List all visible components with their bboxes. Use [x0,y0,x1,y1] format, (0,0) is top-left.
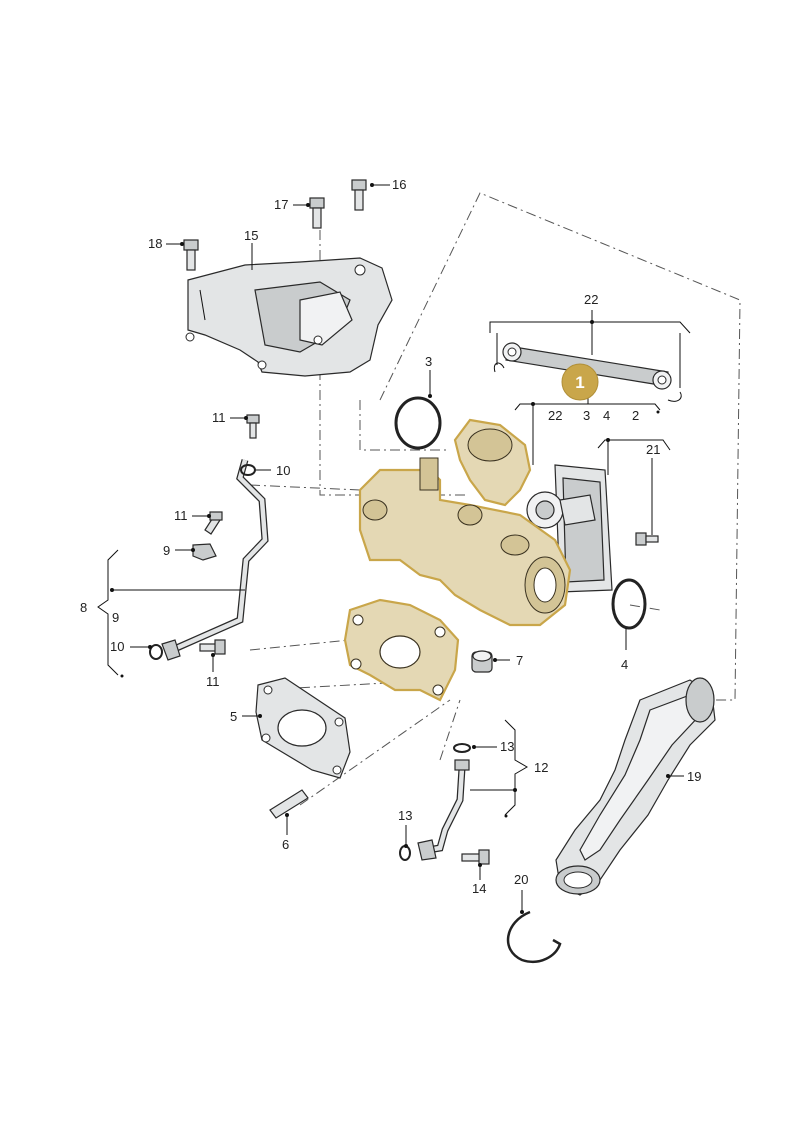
label-9-bracket: 9 [112,610,119,625]
o-ring-4 [611,578,647,630]
label-13-bottom: 13 [398,808,412,823]
bolt-21 [635,532,659,546]
bolt-11-top [246,414,260,439]
label-14: 14 [472,881,486,896]
heat-shield [185,257,393,377]
label-3-top: 3 [425,354,432,369]
callout-1[interactable]: 1 [561,363,599,401]
bolt-17 [309,197,325,229]
bolt-16 [351,179,367,211]
bolt-14 [461,849,490,865]
stud-6 [269,789,309,819]
washer-10-top [240,464,256,476]
label-20: 20 [514,872,528,887]
label-17: 17 [274,197,288,212]
label-22-bottom: 22 [548,408,562,423]
label-21: 21 [646,442,660,457]
part-labels: 16 17 18 15 3 22 22 3 4 2 21 4 11 10 11 … [80,177,701,896]
label-12: 12 [534,760,548,775]
label-16: 16 [392,177,406,192]
label-15: 15 [244,228,258,243]
plug-7 [471,650,493,673]
wastegate-actuator [526,464,613,593]
label-8: 8 [80,600,87,615]
label-5: 5 [230,709,237,724]
leader-lines [97,184,691,912]
label-11-bottom: 11 [206,674,220,689]
clip-20 [506,910,562,963]
label-9-mid: 9 [163,543,170,558]
gasket-5 [255,677,351,779]
seal-13-top [453,743,471,753]
label-3-bottom: 3 [583,408,590,423]
turbocharger-1 [343,418,572,702]
washer-10-bottom [149,644,163,660]
callout-1-number: 1 [575,373,584,392]
label-10-top: 10 [276,463,290,478]
label-11-top: 11 [212,410,226,425]
oil-return-pipe-12 [417,759,470,861]
label-13-top: 13 [500,739,514,754]
seal-13-bottom [399,845,411,861]
label-4-bottom: 4 [621,657,628,672]
label-11-mid: 11 [174,508,188,523]
label-6: 6 [282,837,289,852]
label-22-top: 22 [584,292,598,307]
label-10-bottom: 10 [110,639,124,654]
label-4-top: 4 [603,408,610,423]
bolt-18 [183,239,199,271]
charge-air-hose-19 [555,677,716,896]
bolt-11-bottom [199,639,226,655]
label-19: 19 [687,769,701,784]
o-ring-3 [394,396,442,450]
oil-supply-pipe-9 [161,459,269,661]
label-18: 18 [148,236,162,251]
label-2: 2 [632,408,639,423]
leader-dots [110,183,670,914]
label-7: 7 [516,653,523,668]
